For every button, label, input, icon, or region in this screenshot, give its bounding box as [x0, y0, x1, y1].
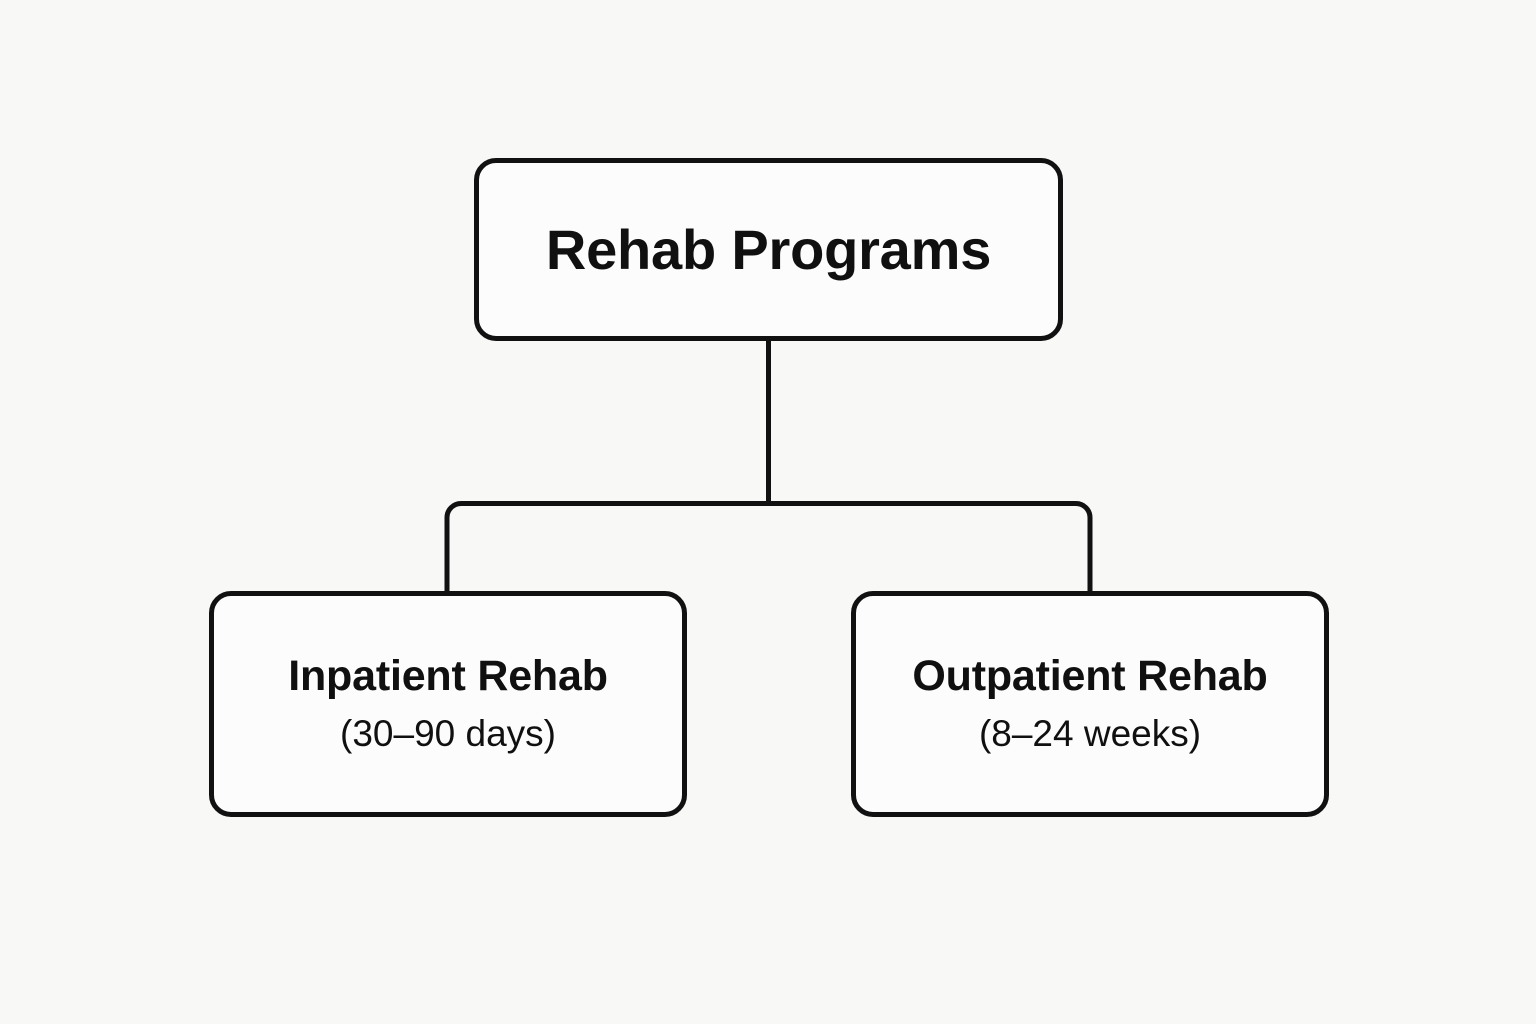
node-subtitle: (8–24 weeks) [978, 713, 1202, 754]
connector-branch-right [768, 501, 1093, 593]
connector-branch-left [444, 501, 769, 593]
node-rehab-programs[interactable]: Rehab Programs [474, 158, 1063, 341]
node-title: Outpatient Rehab [912, 652, 1268, 700]
node-subtitle: (30–90 days) [340, 713, 556, 754]
node-title: Inpatient Rehab [288, 652, 608, 700]
node-inpatient-rehab[interactable]: Inpatient Rehab (30–90 days) [209, 591, 687, 817]
node-title: Rehab Programs [545, 217, 992, 281]
node-outpatient-rehab[interactable]: Outpatient Rehab (8–24 weeks) [851, 591, 1329, 817]
